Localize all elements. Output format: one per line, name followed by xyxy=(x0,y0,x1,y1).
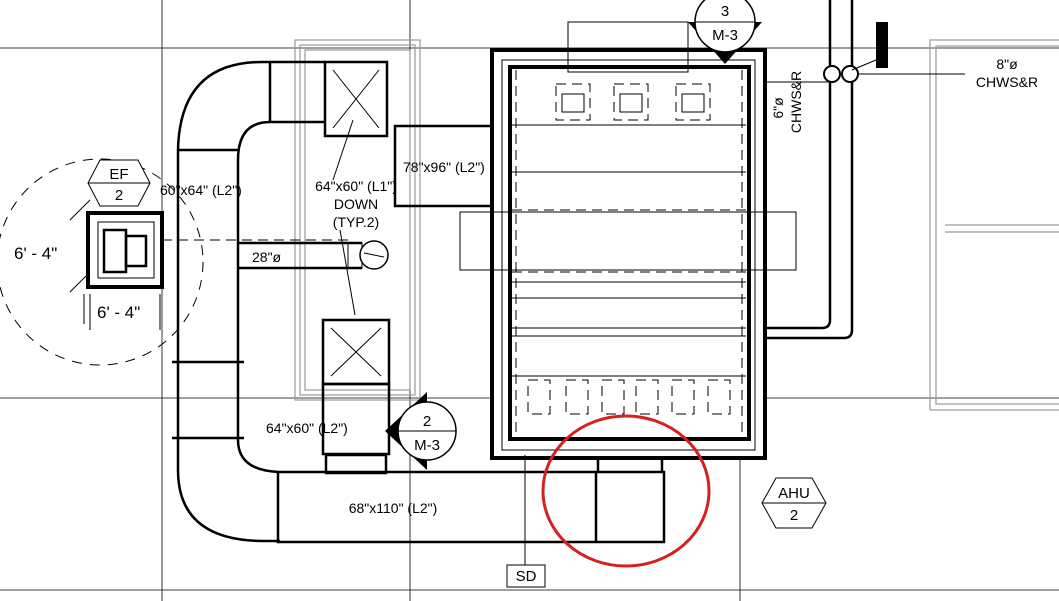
section-marker-left: 2 M-3 xyxy=(385,392,457,470)
ef-tag-top: EF xyxy=(109,166,128,183)
section-top-sheet: M-3 xyxy=(712,27,738,44)
ahu-tag-bottom: 2 xyxy=(790,507,798,524)
ahu-tag: AHU 2 xyxy=(761,477,827,529)
curved-duct xyxy=(172,60,325,543)
chw-piping xyxy=(765,0,965,340)
ef-tag: EF 2 xyxy=(87,159,151,207)
sd-tag-label: SD xyxy=(516,568,537,585)
label-dim-vertical: 6' - 4" xyxy=(14,244,57,263)
ef-tag-bottom: 2 xyxy=(115,187,123,204)
section-top-number: 3 xyxy=(721,3,729,20)
label-pipe-6-2: CHWS&R xyxy=(788,71,804,133)
ef-unit xyxy=(0,158,350,366)
label-dim-horizontal: 6' - 4" xyxy=(97,303,140,322)
fan-units-bottom xyxy=(527,379,731,415)
label-pipe-6-1: 6"ø xyxy=(770,97,786,119)
shaft-enclosure-right xyxy=(929,39,1059,411)
label-duct-64x60-3: (TYP.2) xyxy=(333,214,379,230)
ahu-tag-top: AHU xyxy=(778,485,810,502)
highlight-circle xyxy=(541,414,711,568)
shaft-top xyxy=(323,60,389,138)
shaft-bottom xyxy=(321,318,391,386)
sd-tag: SD xyxy=(506,564,546,588)
section-marker-top: 3 M-3 xyxy=(567,0,762,73)
label-duct-68x110: 68"x110" (L2") xyxy=(349,500,438,516)
section-left-sheet: M-3 xyxy=(414,437,440,454)
leader-lines xyxy=(332,119,356,316)
label-pipe-8-1: 8"ø xyxy=(996,56,1018,72)
label-duct-60x64: 60"x64" (L2") xyxy=(160,182,242,198)
round-duct-28 xyxy=(238,240,389,270)
ahu-housing xyxy=(459,48,797,460)
label-round-28: 28"ø xyxy=(252,249,282,265)
label-duct-64x60-lower: 64"x60" (L2") xyxy=(266,420,348,436)
label-pipe-8-2: CHWS&R xyxy=(976,74,1038,90)
label-duct-64x60-1: 64"x60" (L1") xyxy=(315,178,397,194)
shaft-enclosure-left xyxy=(294,39,421,401)
label-duct-64x60-2: DOWN xyxy=(334,196,378,212)
section-left-number: 2 xyxy=(423,413,431,430)
fan-units-top xyxy=(555,83,711,121)
label-duct-78x96: 78"x96" (L2") xyxy=(403,159,485,175)
